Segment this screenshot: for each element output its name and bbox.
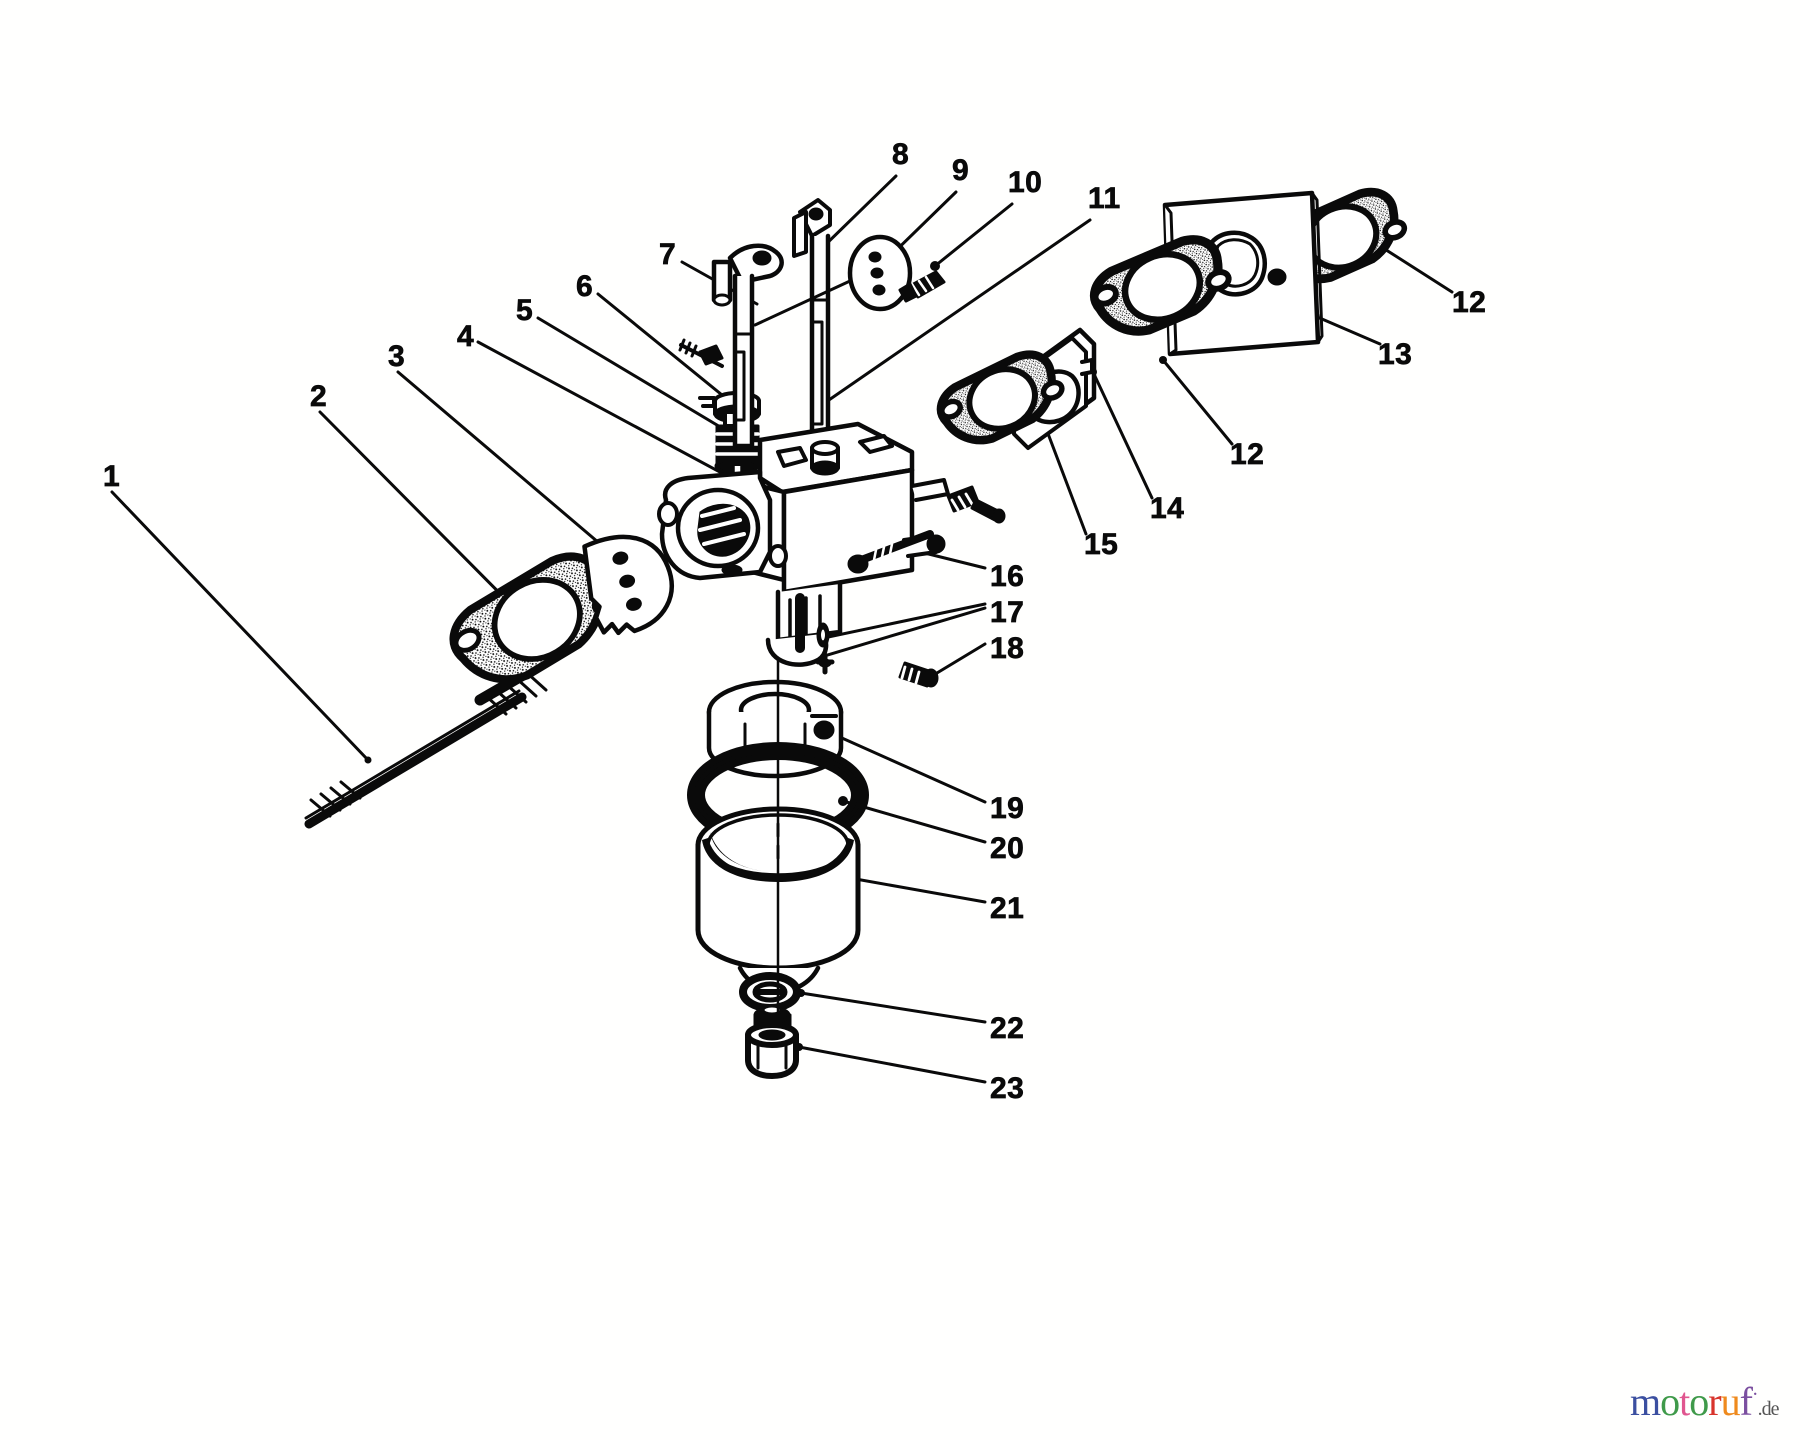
part-gasket-top-right	[1271, 183, 1410, 292]
leader-lines	[110, 174, 1454, 1084]
part-pin-screw	[847, 530, 934, 574]
callout-10: 10	[1008, 166, 1043, 199]
watermark-letter-4: r	[1708, 1379, 1721, 1424]
part-gasket-plate-3hole	[582, 534, 674, 636]
watermark-letter-0: m	[1630, 1379, 1661, 1424]
watermark-letter-3: o	[1689, 1379, 1709, 1424]
callout-7: 7	[659, 238, 677, 271]
callout-14: 14	[1150, 492, 1185, 525]
part-throttle-screw	[898, 270, 946, 303]
callout-5: 5	[516, 294, 534, 327]
callout-18: 18	[990, 632, 1025, 665]
watermark-dot: ·	[1751, 1383, 1759, 1406]
callout-11: 11	[1088, 182, 1121, 215]
part-throttle-plate	[753, 234, 913, 327]
callout-1: 1	[103, 460, 121, 493]
callout-13: 13	[1378, 338, 1413, 371]
part-choke-lever	[711, 243, 784, 449]
part-float-bowl	[695, 806, 861, 995]
callout-2: 2	[310, 380, 328, 413]
part-idle-screw	[678, 338, 724, 368]
part-screws-pair	[946, 485, 1006, 524]
callout-6: 6	[576, 270, 594, 303]
part-gasket-middle	[1087, 230, 1235, 345]
callout-9: 9	[952, 154, 970, 187]
callout-21: 21	[990, 892, 1025, 925]
part-carburetor-body	[657, 421, 950, 667]
part-throttle-lever	[792, 198, 832, 451]
callout-17: 17	[990, 596, 1025, 629]
watermark-letter-2: t	[1679, 1379, 1690, 1424]
watermark-motoruf: motoruf·.de	[1630, 1378, 1780, 1425]
callout-3: 3	[388, 340, 406, 373]
part-gasket-carb-side	[934, 345, 1069, 454]
callout-23: 23	[990, 1072, 1025, 1105]
callout-20: 20	[990, 832, 1025, 865]
watermark-letter-5: u	[1720, 1379, 1741, 1424]
part-bowl-washers	[815, 622, 835, 675]
callout-16: 16	[990, 560, 1025, 593]
callout-19: 19	[990, 792, 1025, 825]
callout-12-mid: 12	[1230, 438, 1265, 471]
watermark-tld: .de	[1757, 1398, 1780, 1420]
callout-12-top: 12	[1452, 286, 1487, 319]
callout-15: 15	[1084, 528, 1119, 561]
callout-22: 22	[990, 1012, 1025, 1045]
watermark-letter-1: o	[1660, 1379, 1680, 1424]
part-bowl-nut	[745, 1004, 799, 1079]
part-bowl-retainer-screw	[898, 661, 939, 688]
part-bowl-washer	[739, 972, 801, 1012]
callout-4: 4	[457, 320, 475, 353]
callout-8: 8	[892, 138, 910, 171]
watermark-letter-6: f	[1739, 1379, 1753, 1424]
